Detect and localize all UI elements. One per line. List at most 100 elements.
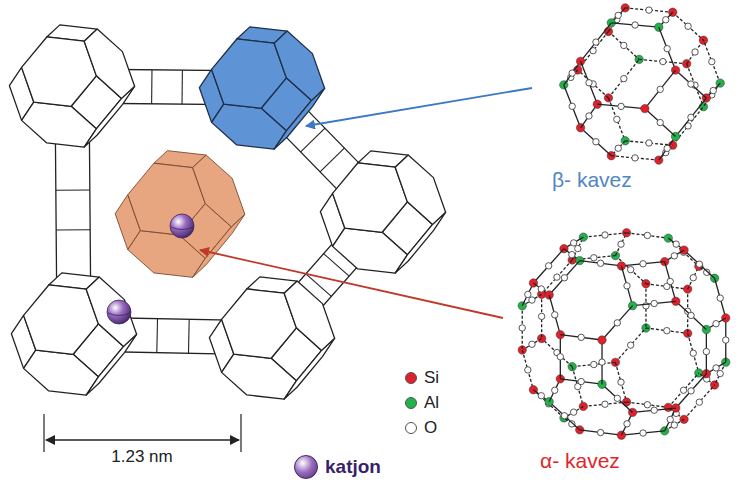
oxygen-atom <box>685 23 691 29</box>
cage-bond <box>564 85 581 128</box>
cage-face <box>86 334 136 395</box>
dimension-label: 1.23 nm <box>111 448 172 467</box>
cage-bond <box>542 339 573 367</box>
oxygen-atom <box>640 261 646 267</box>
alpha-cage-model <box>518 229 730 440</box>
cage-bond <box>549 402 580 430</box>
oxygen-atom <box>618 241 624 247</box>
oxygen-atom <box>570 409 576 415</box>
oxygen-atom <box>644 402 650 408</box>
cage-bond <box>684 385 715 419</box>
oxygen-atom <box>664 45 670 51</box>
legend-label: O <box>424 419 437 438</box>
cage-bond <box>645 109 676 137</box>
oxygen-atom <box>688 312 694 318</box>
faujasite-framework <box>9 25 445 399</box>
tetrahedral-atom <box>641 104 649 112</box>
oxygen-atom <box>538 313 544 319</box>
highlighted-beta-cage <box>199 27 324 149</box>
cage-face <box>395 212 445 273</box>
cage-face <box>22 37 97 106</box>
oxygen-atom <box>713 321 719 327</box>
cage-face <box>222 289 297 358</box>
oxygen-atom <box>624 421 630 427</box>
cage-bond <box>615 328 646 362</box>
cage-bond <box>581 23 612 62</box>
prism-edge <box>188 319 190 353</box>
tetrahedral-atom <box>579 233 587 241</box>
cage-bond <box>646 284 688 289</box>
cage-face <box>274 88 324 149</box>
oxygen-atom <box>644 232 650 238</box>
cage-face <box>284 338 334 399</box>
oxygen-atom <box>561 413 567 419</box>
cage-bond <box>676 70 707 98</box>
cation-sphere <box>107 300 131 324</box>
oxygen-atom <box>615 12 621 18</box>
oxygen-atom <box>709 58 715 64</box>
cage-face <box>193 155 245 227</box>
sphere-band <box>171 227 193 230</box>
oxygen-atom <box>696 399 702 405</box>
sodalite-cage <box>209 277 334 399</box>
oxygen-atom <box>602 232 608 238</box>
cage-bond <box>522 350 533 390</box>
oxygen-atom <box>663 17 669 23</box>
cage-face <box>284 281 334 350</box>
oxygen-atom <box>690 275 696 281</box>
prism-edge <box>151 70 152 104</box>
oxygen-atom <box>651 407 657 413</box>
oxygen-atom <box>680 387 686 393</box>
cage-bond <box>665 262 676 302</box>
oxygen-atom <box>529 341 535 347</box>
legend-swatch <box>405 422 417 434</box>
cage-bond <box>581 61 598 104</box>
oxygen-atom <box>627 266 633 272</box>
cage-bond <box>560 379 602 384</box>
oxygen-atom <box>618 379 624 385</box>
pointer-arrow <box>306 88 532 126</box>
cage-bond <box>542 260 573 294</box>
prism-edge <box>320 148 344 172</box>
cage-bond <box>684 250 715 278</box>
cage-bond <box>580 430 622 435</box>
oxygen-atom <box>615 145 621 151</box>
legend-swatch <box>405 397 417 409</box>
cage-bond <box>676 301 707 329</box>
oxygen-atom <box>717 295 723 301</box>
cage-face <box>84 86 134 147</box>
beta-cage-model <box>560 4 725 165</box>
oxygen-atom <box>671 253 677 259</box>
oxygen-atom <box>667 416 673 422</box>
cage-bond <box>676 374 707 408</box>
oxygen-atom <box>529 297 535 303</box>
oxygen-atom <box>561 275 567 281</box>
oxygen-atom <box>525 367 531 373</box>
oxygen-atom <box>597 260 603 266</box>
cage-bond <box>572 367 583 407</box>
prism-edge <box>181 70 182 104</box>
cage-bond <box>673 12 704 40</box>
oxygen-atom <box>651 300 657 306</box>
oxygen-atom <box>667 278 673 284</box>
prism-edge <box>56 189 90 190</box>
oxygen-atom <box>586 113 592 119</box>
oxygen-atom <box>688 81 694 87</box>
oxygen-atom <box>602 401 608 407</box>
oxygen-atom <box>570 240 576 246</box>
cage-bond <box>687 64 704 107</box>
sodalite-cage <box>320 151 445 273</box>
cage-bond <box>549 261 580 295</box>
legend-swatch <box>405 372 417 384</box>
oxygen-atom <box>703 348 709 354</box>
legend-label: Al <box>424 394 439 413</box>
cage-face <box>212 104 287 149</box>
oxygen-atom <box>657 119 663 125</box>
legend-label: Si <box>424 369 439 388</box>
cage-bond <box>608 31 639 59</box>
oxygen-atom <box>519 325 525 331</box>
tetrahedral-atom <box>617 262 625 270</box>
oxygen-atom <box>646 140 652 146</box>
cage-bond <box>621 266 632 306</box>
